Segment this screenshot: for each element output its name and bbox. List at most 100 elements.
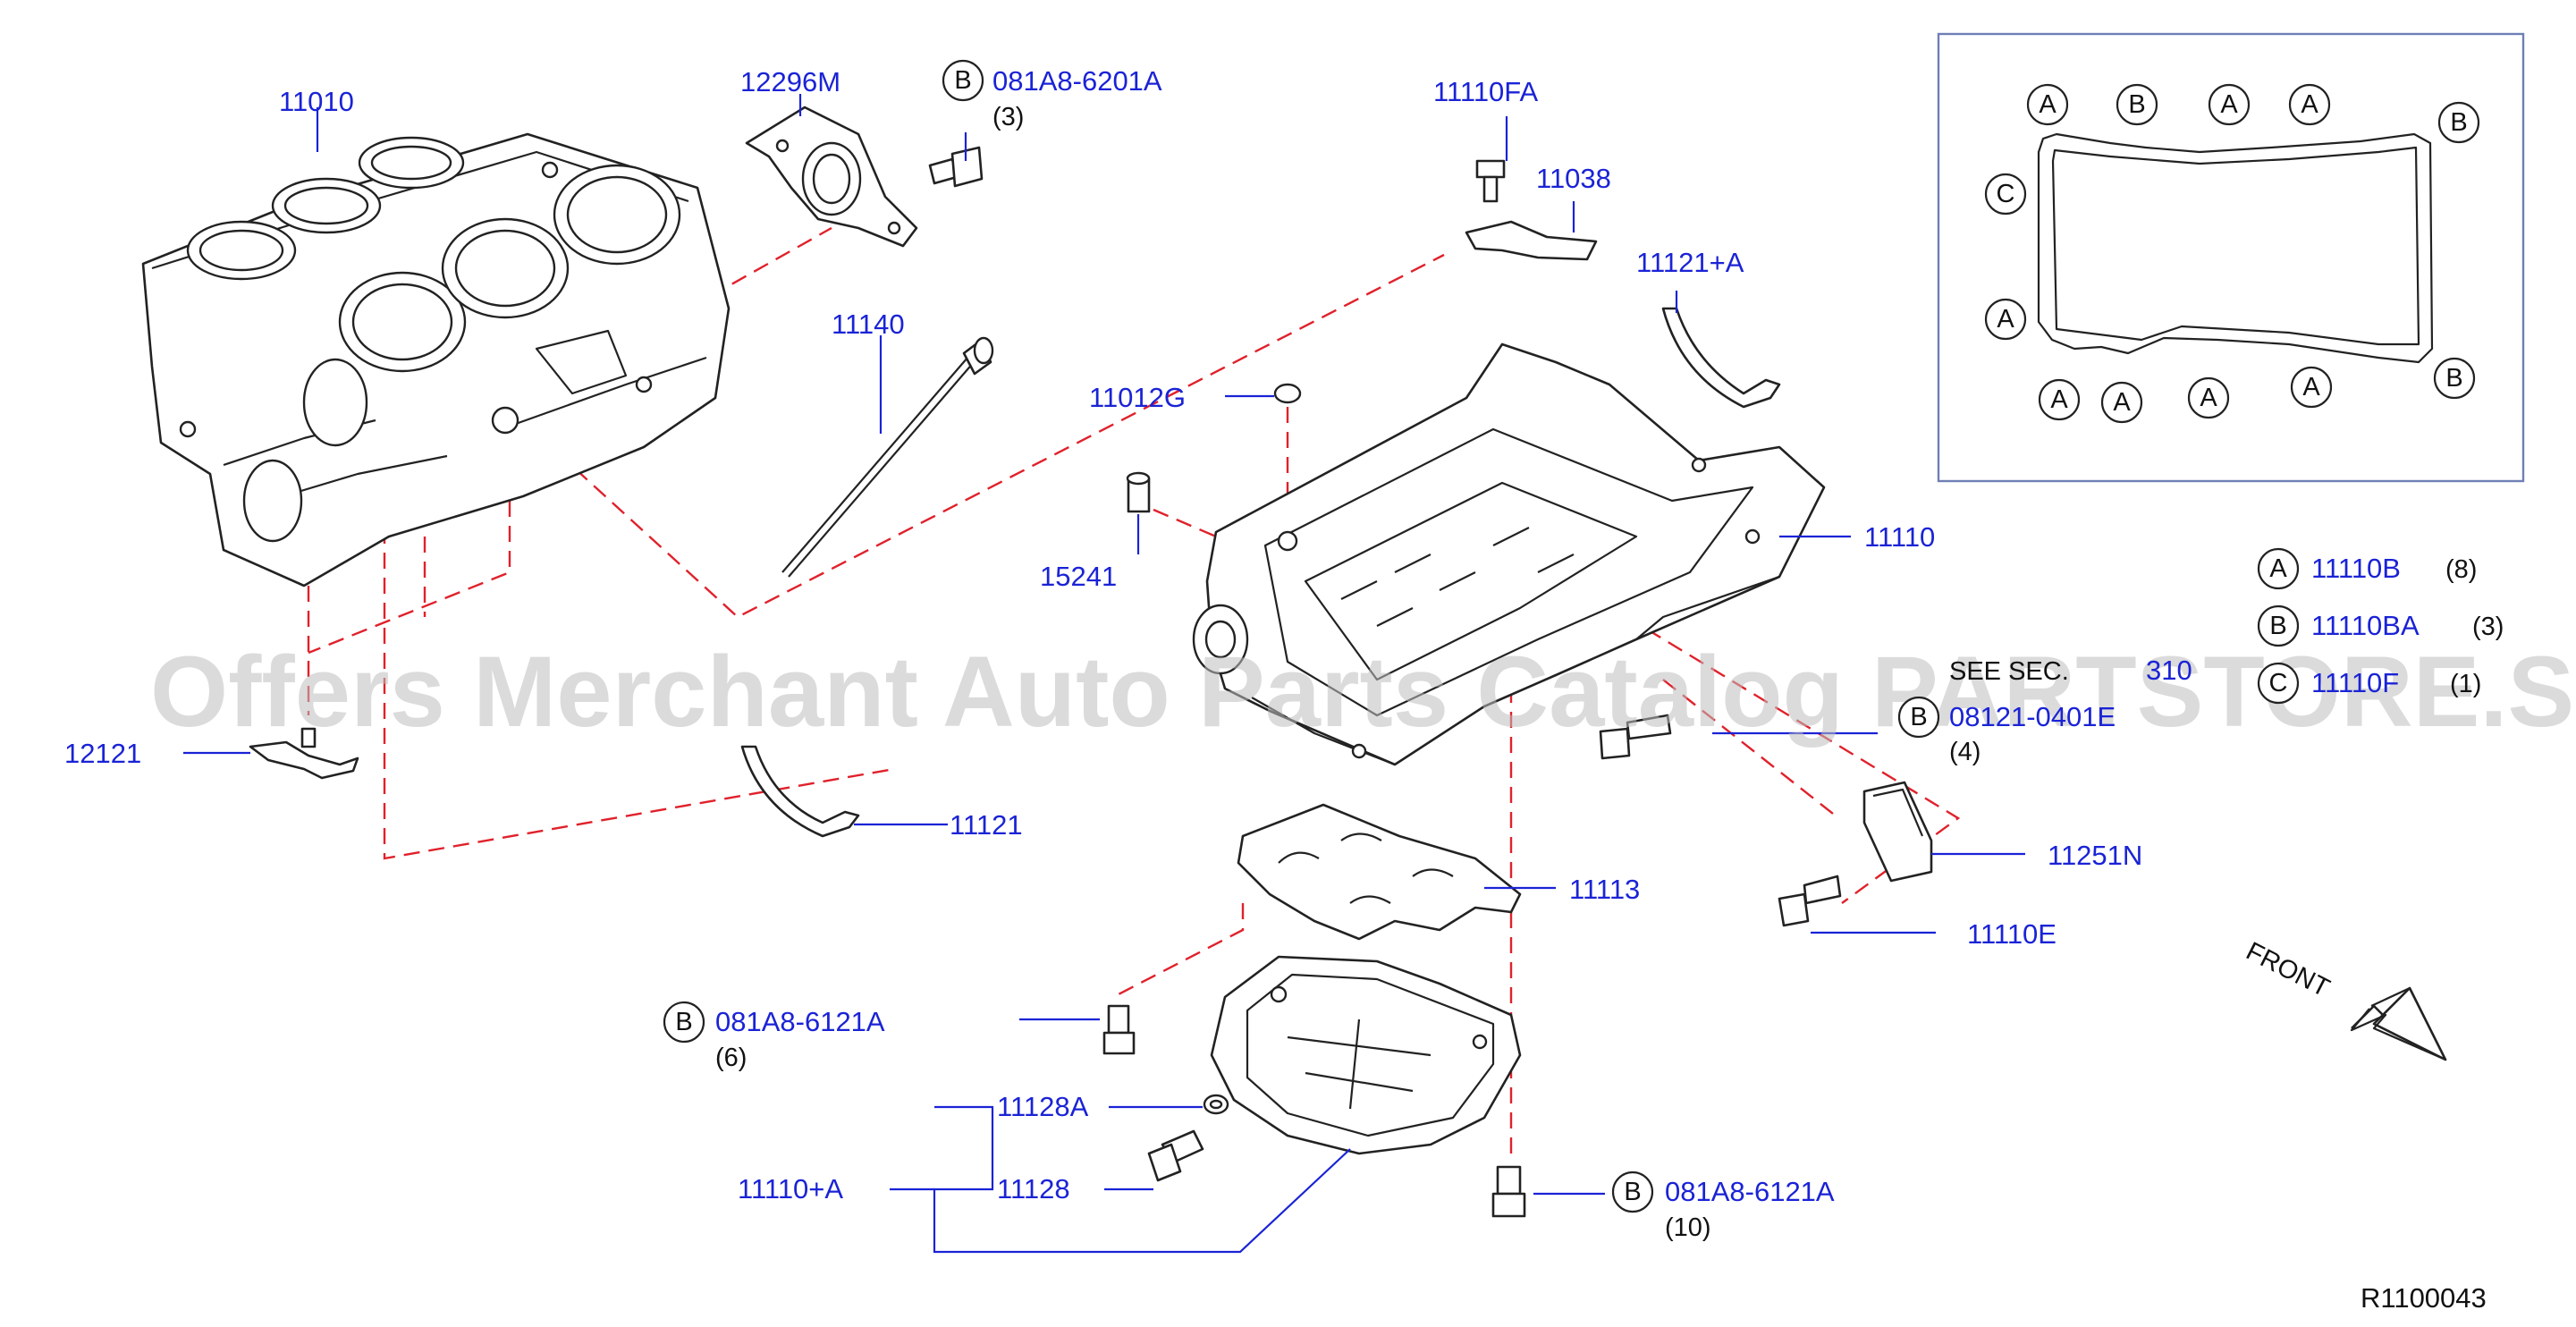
callout-circle-b (942, 59, 984, 102)
rear-seal-retainer[interactable] (745, 106, 918, 248)
label-gusset-bolt[interactable]: 11110FA (1433, 76, 1539, 107)
svg-text:A: A (2220, 90, 2238, 119)
baffle-upper[interactable] (1661, 307, 1781, 409)
inset-callout: A (2208, 83, 2251, 126)
callout-circle-b (1611, 1171, 1654, 1213)
callout-circle-b (663, 1001, 705, 1044)
piston-oil-jet[interactable] (249, 727, 359, 780)
label-drain-plug[interactable]: 11128 (997, 1173, 1070, 1204)
drain-plug[interactable] (1147, 1129, 1204, 1182)
inset-callout: A (2100, 381, 2143, 424)
legend-letter: C (2269, 669, 2288, 697)
legend-row-b[interactable]: B 11110BA (3) (2257, 604, 2504, 647)
svg-text:A: A (1997, 305, 2014, 334)
bracket-bolt[interactable] (1475, 159, 1506, 203)
legend: A 11110B (8) B 11110BA (3) C 11110F (1) (2257, 547, 2504, 705)
inset-callout: A (2288, 83, 2331, 126)
legend-qty: (3) (2472, 613, 2504, 641)
part-labels: 11010 12296M B 081A8-6201A (3) 11110FA 1… (64, 59, 2192, 1242)
legend-circle (2257, 604, 2300, 647)
label-oil-filter-seal[interactable]: 11251N (2048, 840, 2142, 871)
legend-part: 11110F (2311, 667, 2399, 698)
label-dowel[interactable]: 15241 (1040, 561, 1117, 592)
label-bolt-rear-seal[interactable]: 081A8-6201A (992, 65, 1162, 97)
legend-circle (2257, 662, 2300, 705)
reference-code: R1100043 (2361, 1282, 2487, 1314)
oil-filter-seal[interactable] (1862, 781, 1933, 883)
front-arrow (2350, 986, 2447, 1061)
leader-lines (183, 94, 2025, 1254)
oil-dipstick[interactable] (781, 336, 994, 578)
rear-seal-bolt[interactable] (928, 146, 984, 188)
qty-pan-bolt-left: (6) (715, 1044, 747, 1072)
label-bracket[interactable]: 11038 (1536, 163, 1611, 194)
engine-block[interactable] (141, 132, 731, 587)
inset-gasket-box (1937, 32, 2525, 483)
label-lower-pan[interactable]: 11110+A (738, 1173, 843, 1204)
legend-part: 11110B (2311, 553, 2401, 584)
inset-callout: B (2437, 101, 2480, 144)
upper-oil-pan[interactable] (1192, 342, 1826, 766)
inset-callout: C (1984, 173, 2027, 216)
svg-text:B: B (2445, 364, 2462, 393)
svg-text:A: A (2039, 90, 2057, 119)
plug-ring[interactable] (1273, 383, 1302, 404)
legend-qty: (8) (2445, 555, 2477, 584)
legend-letter: A (2269, 554, 2287, 583)
upper-pan-bolt[interactable] (1599, 714, 1672, 760)
svg-text:B: B (2450, 108, 2467, 137)
watermark: Offers Merchant Auto Parts Catalog PARTS… (150, 636, 2576, 748)
see-sec-number[interactable]: 310 (2146, 655, 2192, 686)
svg-text:A: A (2301, 90, 2318, 119)
baffle-plate[interactable] (1237, 803, 1522, 941)
inset-callout: B (2433, 357, 2476, 400)
lower-oil-pan[interactable] (1210, 955, 1522, 1155)
svg-text:A: A (2113, 388, 2131, 417)
label-pan-bolt-bottom[interactable]: 081A8-6121A (1665, 1176, 1835, 1207)
label-dipstick[interactable]: 11140 (832, 309, 905, 340)
label-stud[interactable]: 11110E (1967, 918, 2057, 950)
svg-text:C: C (1997, 180, 2015, 208)
label-drain-washer[interactable]: 11128A (997, 1091, 1089, 1122)
label-pan-bolt-left[interactable]: 081A8-6121A (715, 1006, 885, 1037)
see-sec-text: SEE SEC. (1949, 657, 2069, 686)
inset-callout: A (2187, 376, 2230, 419)
svg-text:B: B (2128, 90, 2145, 119)
label-upper-pan[interactable]: 11110 (1864, 521, 1935, 553)
label-upper-bolt[interactable]: 08121-0401E (1949, 701, 2116, 732)
callout-circle-b (1897, 696, 1940, 739)
callout-letter-b: B (1624, 1178, 1641, 1206)
dowel-pin[interactable] (1126, 471, 1151, 513)
pan-bolt-left[interactable] (1102, 1004, 1136, 1055)
bracket[interactable] (1465, 220, 1598, 261)
qty-pan-bolt-bottom: (10) (1665, 1213, 1711, 1242)
legend-row-c[interactable]: C 11110F (1) (2257, 662, 2481, 705)
svg-text:A: A (2200, 384, 2217, 412)
qty-bolt-rear-seal: (3) (992, 103, 1024, 131)
label-piston-jet[interactable]: 12121 (64, 738, 141, 769)
legend-letter: B (2269, 612, 2286, 640)
front-label: FRONT (2242, 937, 2335, 1003)
qty-upper-bolt: (4) (1949, 738, 1981, 766)
label-baffle-a[interactable]: 11121+A (1636, 247, 1744, 278)
label-baffle-plate[interactable]: 11113 (1569, 874, 1640, 905)
stud-bolt[interactable] (1778, 875, 1842, 927)
label-baffle[interactable]: 11121 (950, 809, 1023, 841)
drain-washer[interactable] (1203, 1094, 1229, 1115)
legend-row-a[interactable]: A 11110B (8) (2257, 547, 2477, 590)
baffle-lower[interactable] (740, 745, 860, 838)
inset-callout: A (2038, 378, 2081, 421)
legend-qty: (1) (2450, 670, 2481, 698)
callout-letter-b: B (1910, 703, 1927, 731)
inset-callout: B (2432, 180, 2449, 208)
label-plug-ring[interactable]: 11012G (1089, 382, 1186, 413)
svg-text:B: B (2432, 180, 2449, 208)
inset-callouts: A B A A B C A B A A A A B (1984, 83, 2480, 424)
label-rear-seal[interactable]: 12296M (740, 66, 840, 97)
callout-letter-b: B (675, 1008, 692, 1036)
label-block[interactable]: 11010 (279, 86, 354, 117)
callout-letter-b: B (954, 66, 971, 95)
svg-text:A: A (2302, 373, 2320, 401)
pan-bolt-bottom[interactable] (1491, 1165, 1526, 1218)
